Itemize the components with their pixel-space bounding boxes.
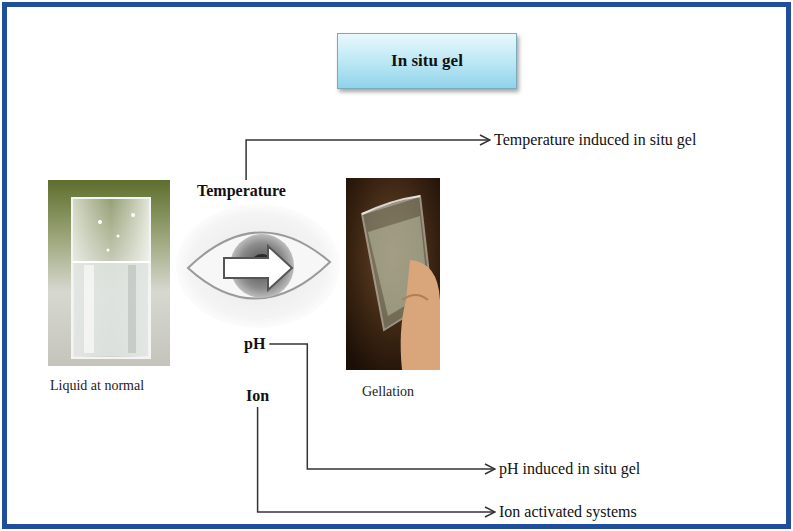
gel-type-label: pH induced in situ gel [497, 459, 642, 479]
stimulus-label: pH [242, 334, 267, 354]
connector-arrow [269, 344, 495, 469]
connector-arrow [246, 140, 490, 180]
photo-caption: Gellation [362, 384, 414, 400]
stimulus-label: Ion [244, 386, 271, 406]
title-box: In situ gel [337, 33, 517, 89]
node-text: pH [244, 335, 265, 353]
node-text: Ion activated systems [499, 503, 637, 521]
photo-caption: Liquid at normal [50, 378, 144, 394]
gel-type-label: Ion activated systems [497, 502, 639, 522]
connector-arrow [258, 407, 495, 512]
title-text: In situ gel [391, 51, 463, 71]
gel-type-label: Temperature induced in situ gel [492, 130, 698, 150]
node-text: Temperature [197, 182, 286, 200]
node-text: Ion [246, 387, 269, 405]
stimulus-label: Temperature [195, 181, 288, 201]
node-text: pH induced in situ gel [499, 460, 640, 478]
node-text: Temperature induced in situ gel [494, 131, 696, 149]
